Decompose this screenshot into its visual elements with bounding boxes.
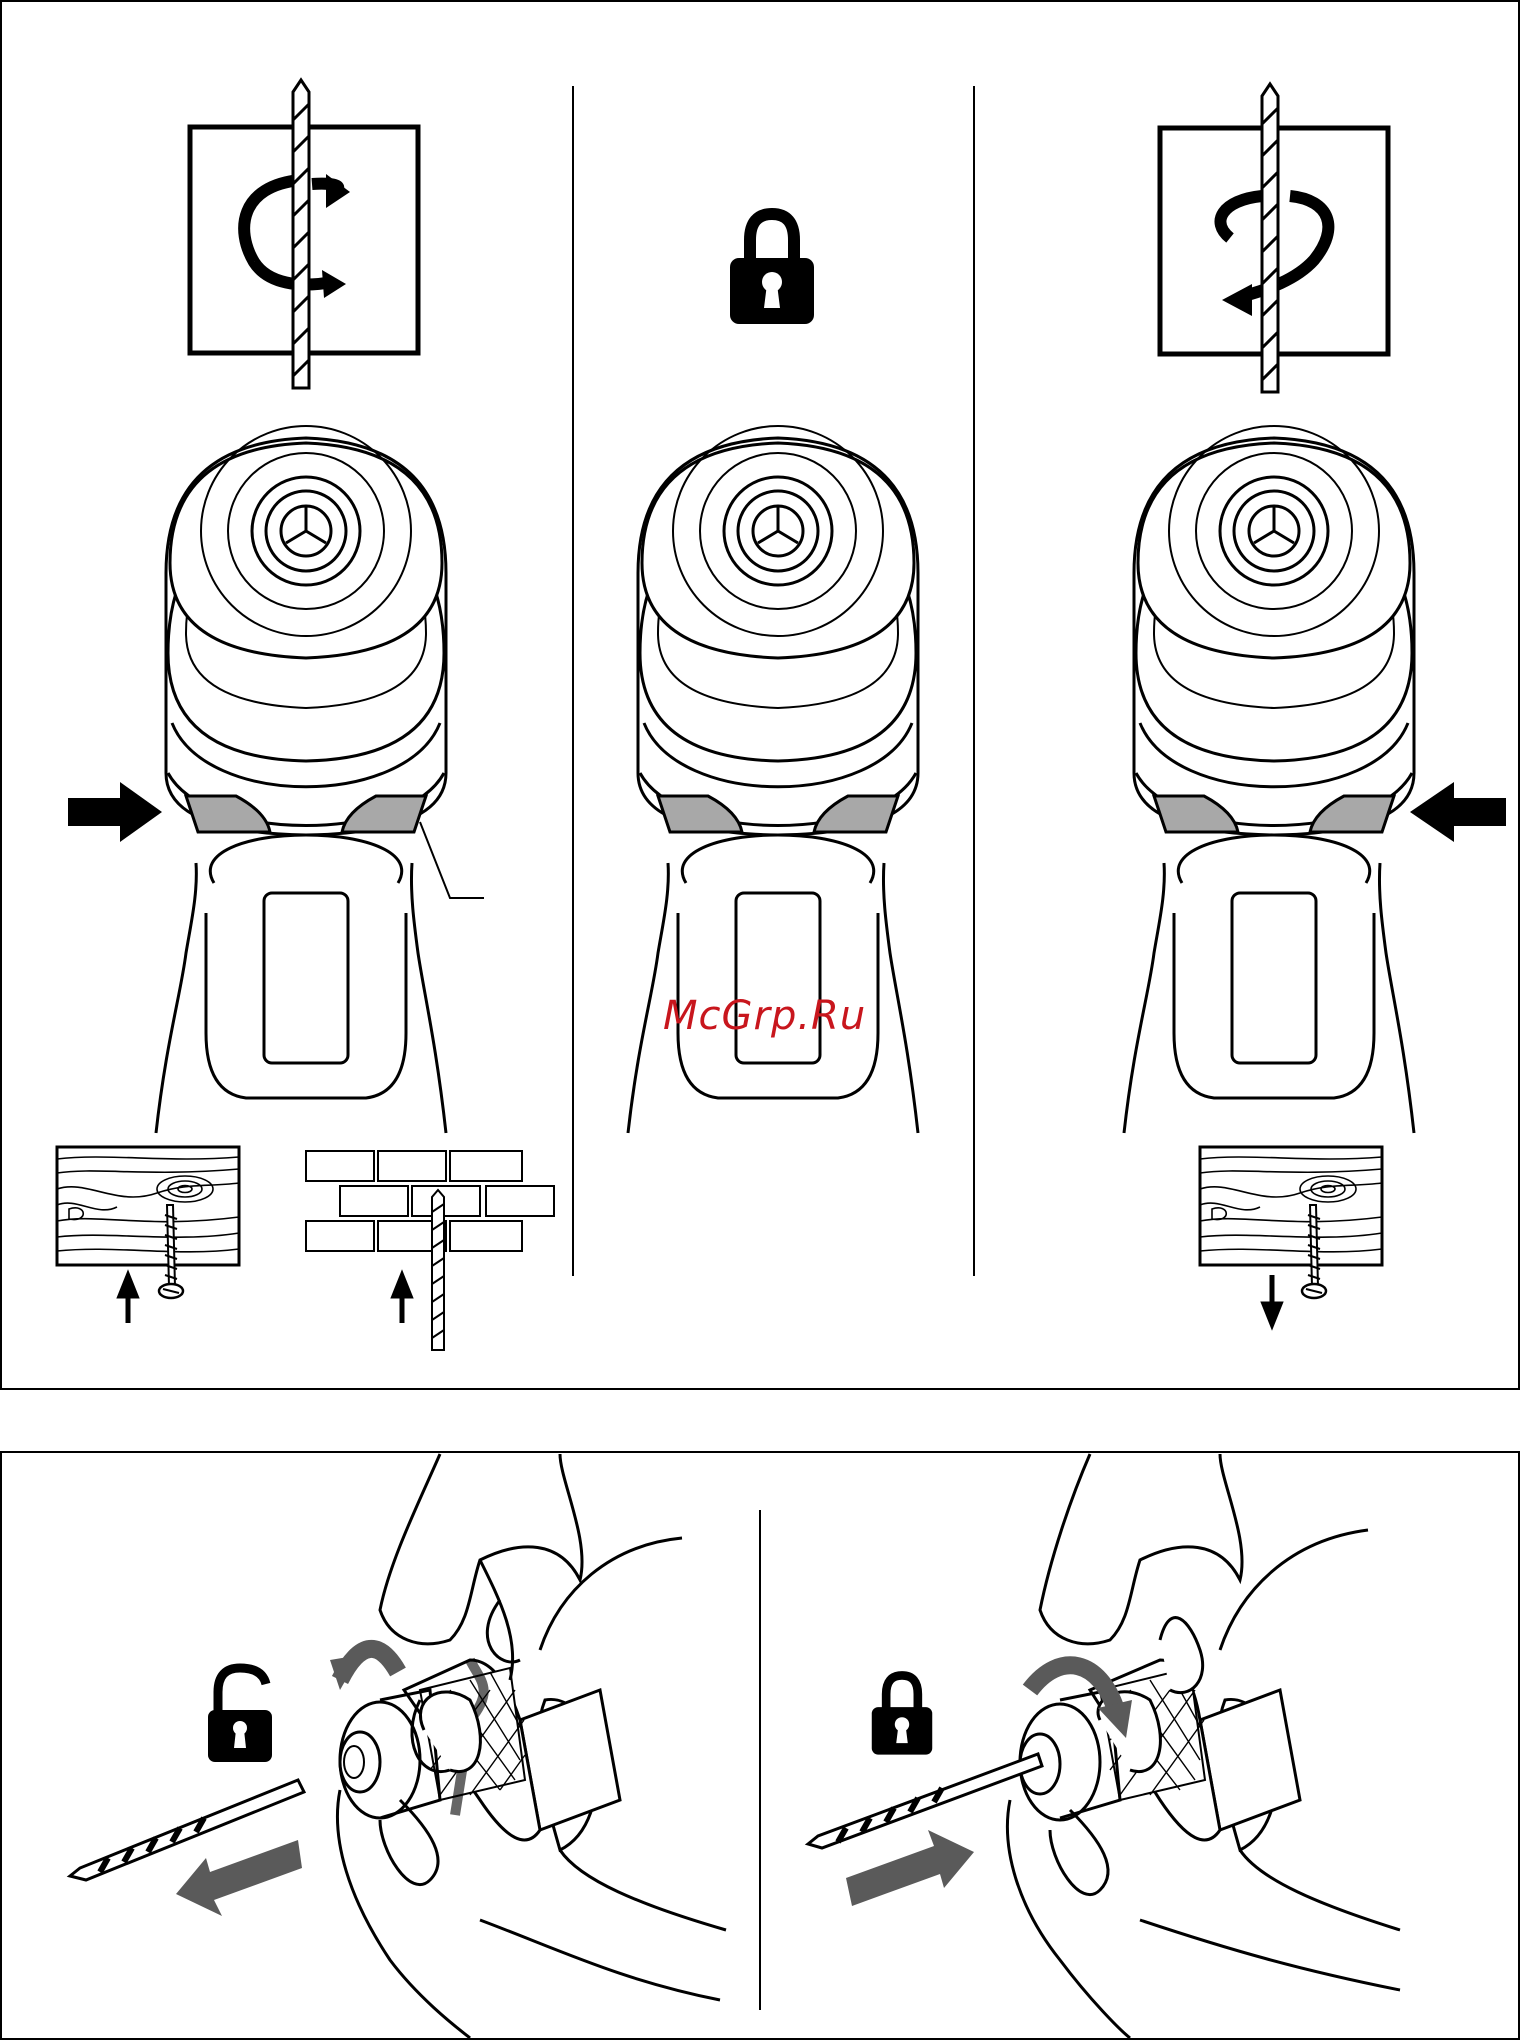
padlock-locked-icon-bottom	[872, 1675, 932, 1754]
down-arrow-icon	[1264, 1275, 1280, 1324]
pull-out-arrow-icon	[176, 1840, 302, 1916]
panel-remove-bit	[70, 1454, 726, 2038]
drill-chuck-right	[1020, 1530, 1400, 1930]
clockwise-rotation-icon	[190, 80, 418, 388]
brick-drill-icon	[306, 1151, 554, 1350]
push-in-arrow-icon	[846, 1830, 974, 1906]
push-arrow-left-icon	[1410, 782, 1506, 842]
wood-screw-icon	[57, 1147, 239, 1298]
padlock-open-icon	[208, 1668, 272, 1762]
trigger-callout-line	[420, 822, 484, 898]
counterclockwise-rotation-icon	[1160, 84, 1388, 392]
padlock-locked-icon	[730, 214, 814, 324]
watermark-text: McGrp.Ru	[663, 993, 866, 1039]
panel-reverse-rotation	[1124, 84, 1506, 1324]
up-arrow-icon	[120, 1276, 136, 1323]
drill-head-forward	[156, 426, 446, 1133]
wood-screw-icon-reverse	[1200, 1147, 1382, 1298]
push-arrow-right-icon	[68, 782, 162, 842]
drill-head-reverse	[1124, 426, 1414, 1133]
panel-forward-rotation	[57, 80, 554, 1350]
panel-insert-bit	[808, 1454, 1400, 2038]
